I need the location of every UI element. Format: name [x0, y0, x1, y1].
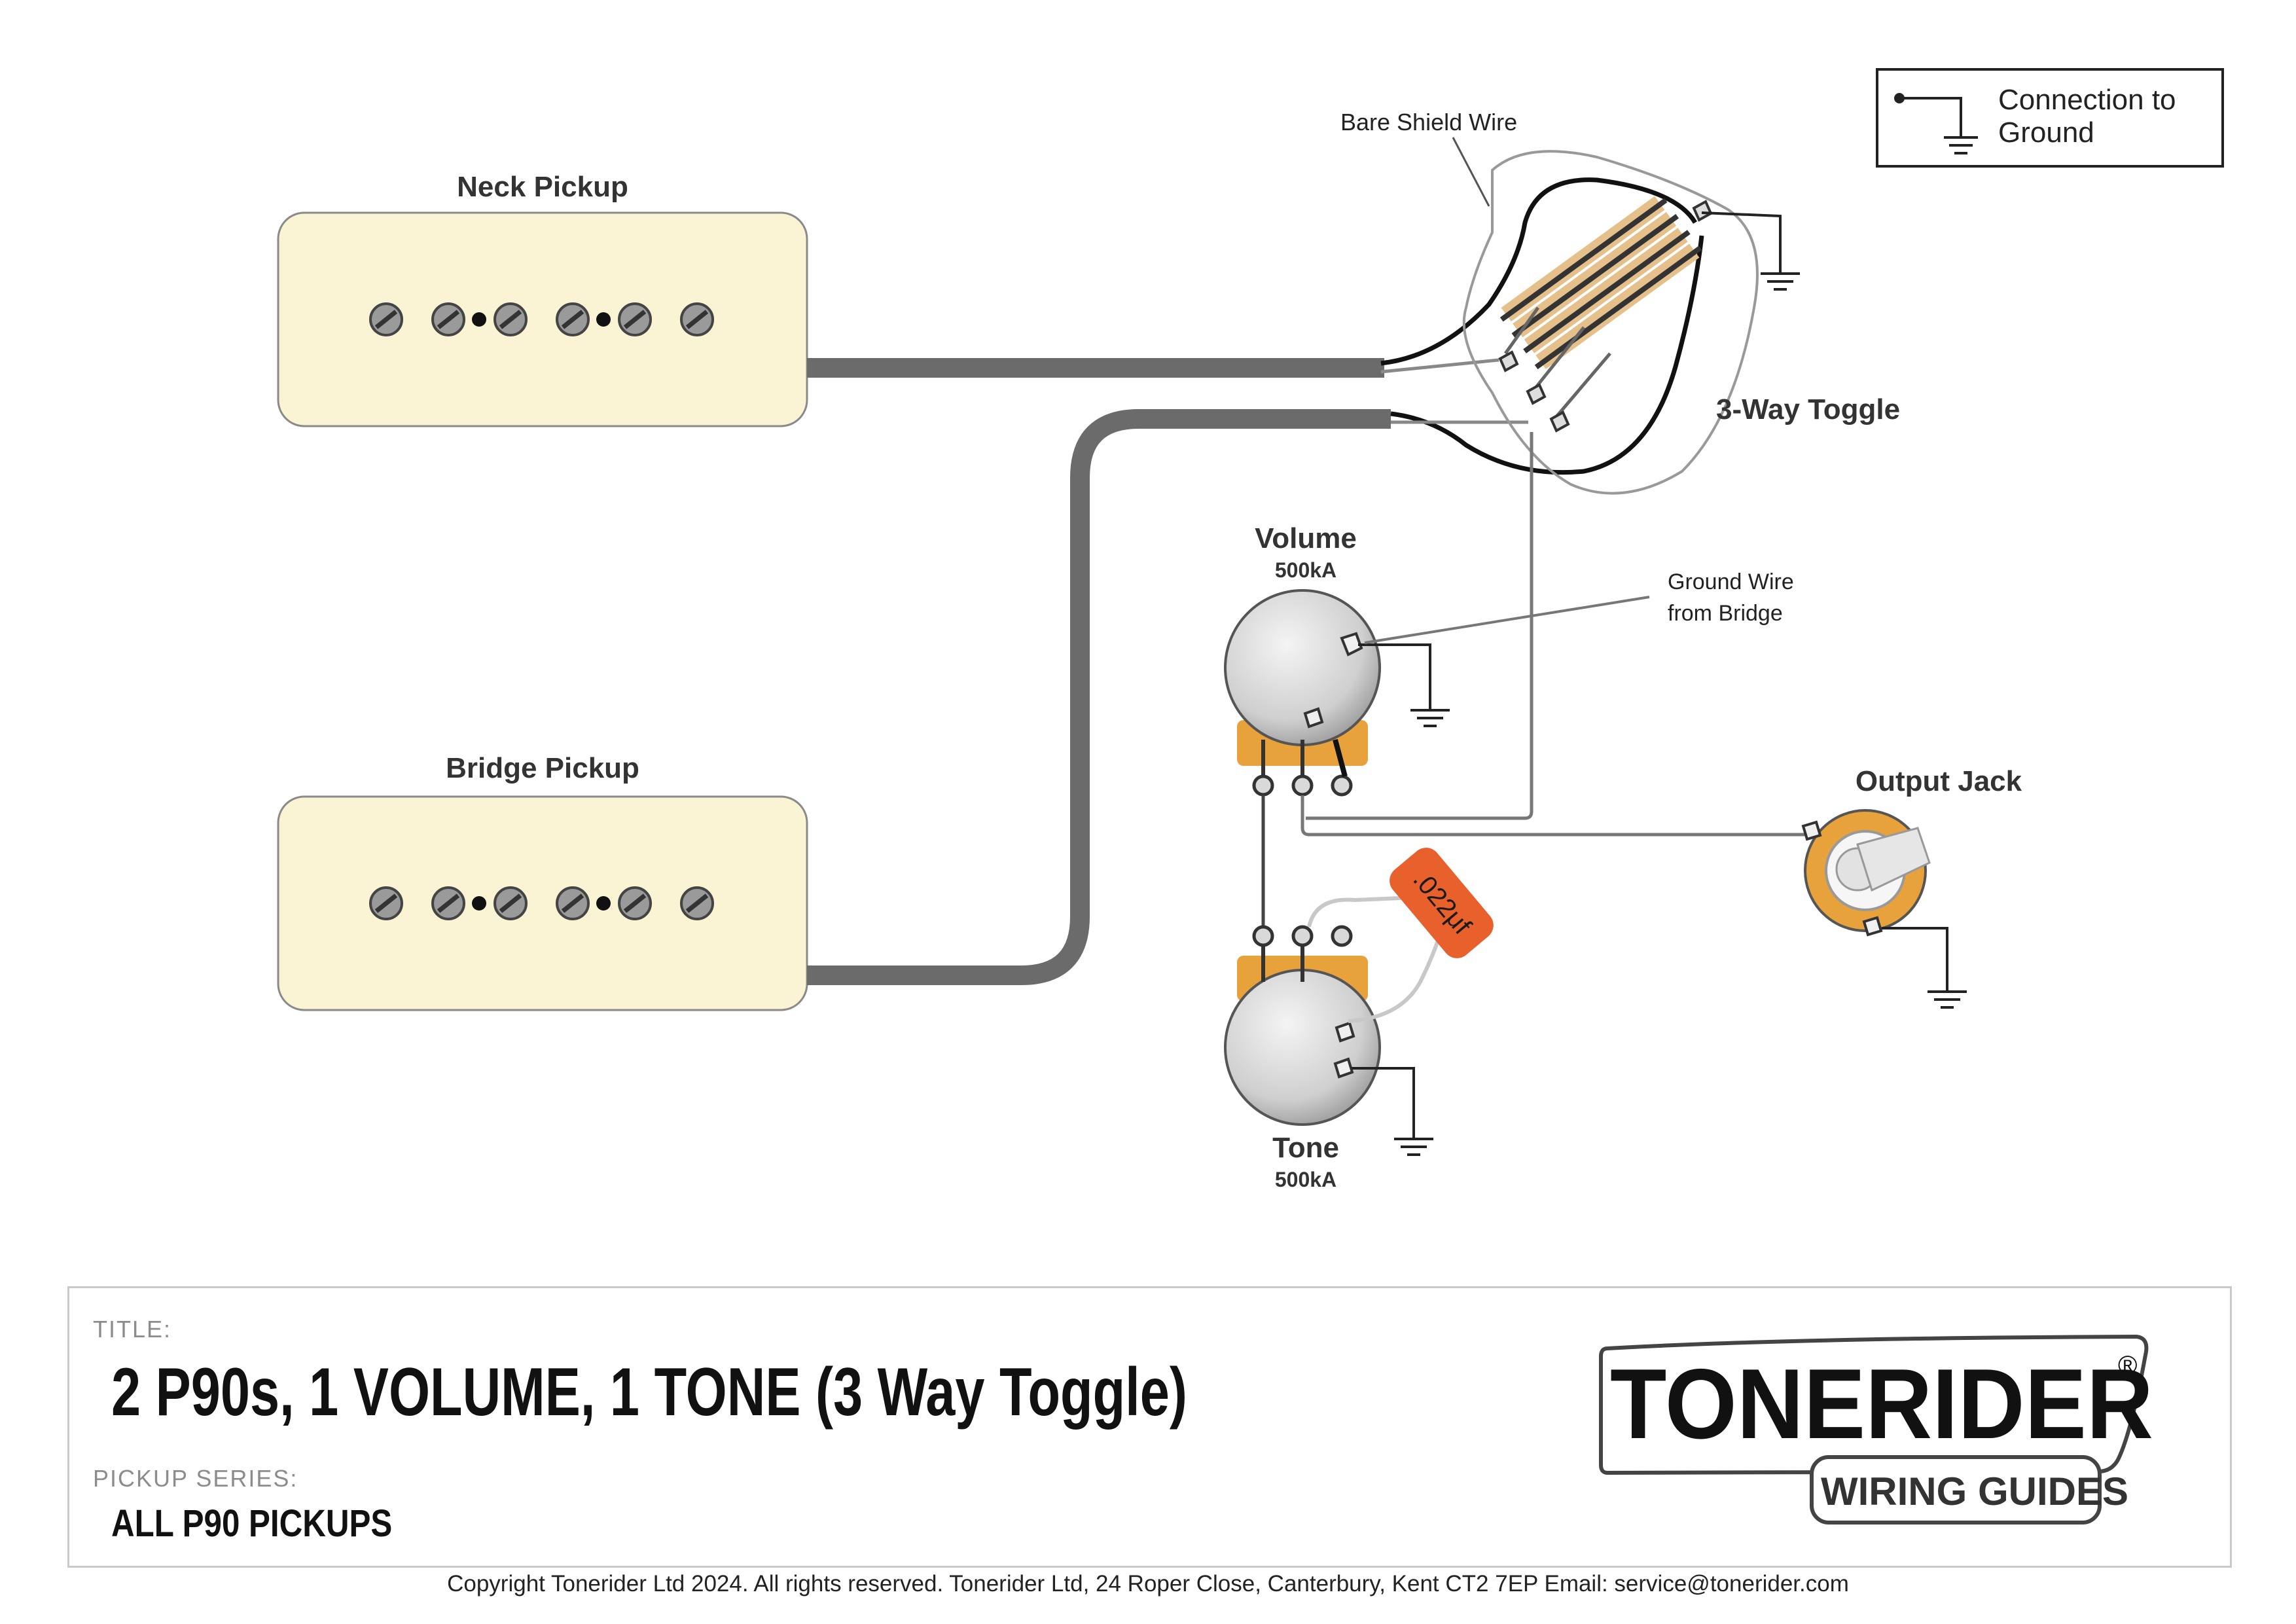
legend-line2: Ground — [1998, 117, 2094, 149]
tone-pot — [1224, 927, 1435, 1156]
pickup-cables — [807, 177, 1704, 985]
ground-icon — [1894, 93, 1978, 154]
title-block: TITLE: 2 P90s, 1 VOLUME, 1 TONE (3 Way T… — [67, 1286, 2232, 1568]
bridge-pickup — [277, 795, 808, 1011]
copyright-text: Copyright Tonerider Ltd 2024. All rights… — [447, 1571, 1849, 1597]
bridge-pickup-label: Bridge Pickup — [446, 752, 639, 784]
three-way-toggle — [1462, 150, 1801, 495]
bare-shield-wire-label: Bare Shield Wire — [1340, 109, 1517, 135]
toggle-label: 3-Way Toggle — [1716, 393, 1900, 425]
neck-pole-pieces — [370, 304, 713, 335]
logo-tagline: WIRING GUIDES — [1821, 1470, 2129, 1513]
output-jack-label: Output Jack — [1856, 765, 2022, 797]
tone-label: Tone — [1272, 1132, 1339, 1164]
pickup-series-caption: PICKUP SERIES: — [93, 1465, 298, 1492]
bridge-pole-pieces — [370, 888, 713, 919]
ground-wire-label-line2: from Bridge — [1668, 601, 1783, 626]
legend-line1: Connection to — [1998, 84, 2176, 116]
ground-legend: Connection to Ground — [1876, 68, 2224, 168]
logo-registered: ® — [2118, 1351, 2138, 1380]
output-jack — [1801, 809, 1968, 1009]
neck-pickup — [277, 211, 808, 427]
title-caption: TITLE: — [93, 1316, 172, 1343]
volume-pot — [1224, 589, 1451, 795]
diagram-title: 2 P90s, 1 VOLUME, 1 TONE (3 Way Toggle) — [111, 1354, 1187, 1430]
ground-wire-label-line1: Ground Wire — [1668, 569, 1794, 594]
logo-brand: TONERIDER — [1610, 1348, 2153, 1460]
tone-value: 500kA — [1275, 1168, 1336, 1191]
volume-value: 500kA — [1275, 558, 1336, 582]
capacitor-icon: .022μf — [1390, 848, 1494, 958]
logo-frame — [1599, 1334, 2149, 1525]
volume-label: Volume — [1255, 522, 1357, 554]
tonerider-logo: TONERIDER ® WIRING GUIDES — [1594, 1329, 2157, 1525]
pickup-series: ALL P90 PICKUPS — [111, 1502, 393, 1545]
neck-pickup-label: Neck Pickup — [457, 171, 628, 203]
